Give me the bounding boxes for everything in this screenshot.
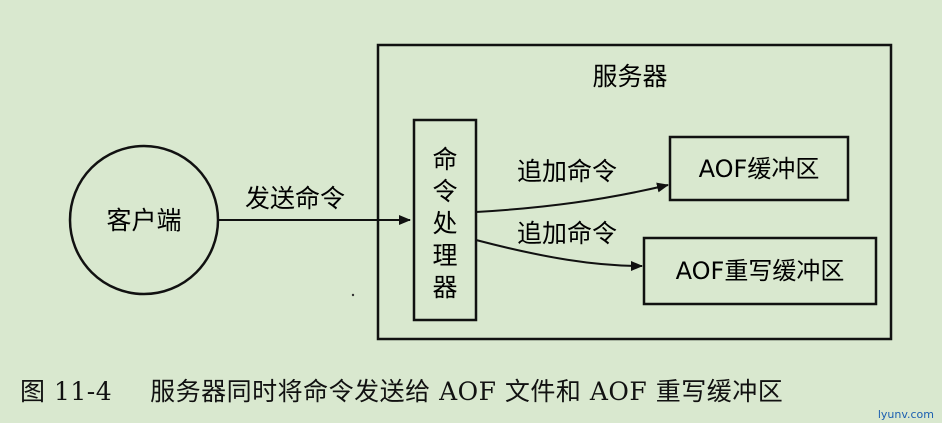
append-command-label-2: 追加命令 [517, 219, 617, 248]
processor-char-2: 令 [432, 177, 457, 206]
command-processor-box [412, 118, 478, 322]
server-box [376, 43, 893, 341]
figure-number: 图 11-4 [20, 377, 113, 406]
processor-char-3: 处 [432, 209, 457, 238]
aof-rewrite-buffer-label: AOF重写缓冲区 [676, 257, 845, 285]
append-command-label-1: 追加命令 [517, 157, 617, 186]
stray-dot [351, 293, 355, 297]
figure-caption-text: 服务器同时将命令发送给 AOF 文件和 AOF 重写缓冲区 [150, 377, 784, 406]
append-command-arrow-rewrite [475, 239, 643, 271]
aof-rewrite-buffer-box [642, 236, 878, 306]
processor-char-4: 理 [432, 241, 457, 270]
processor-char-5: 器 [432, 273, 457, 302]
aof-buffer-label: AOF缓冲区 [699, 155, 820, 183]
send-command-label: 发送命令 [245, 184, 345, 213]
server-label: 服务器 [592, 62, 667, 91]
aof-buffer-box [668, 135, 850, 202]
watermark: lyunv.com [877, 408, 934, 421]
append-command-arrow-aof [475, 182, 669, 213]
processor-char-1: 命 [432, 145, 457, 174]
client-label: 客户端 [106, 206, 181, 235]
figure-caption: 图 11-4 服务器同时将命令发送给 AOF 文件和 AOF 重写缓冲区 [20, 372, 940, 412]
